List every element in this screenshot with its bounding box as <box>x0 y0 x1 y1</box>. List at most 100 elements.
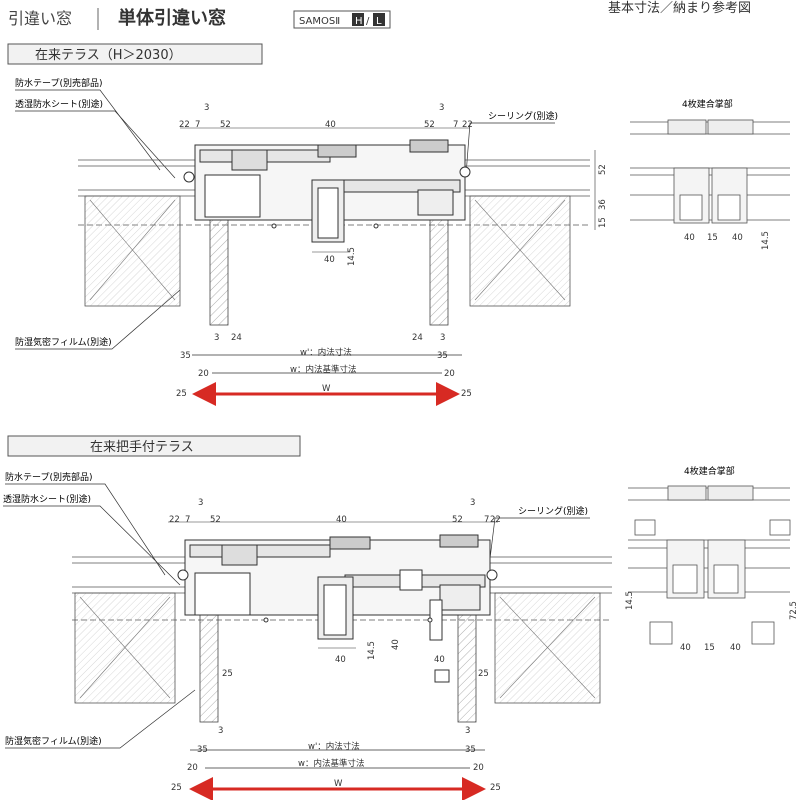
section-1-left-wall <box>84 195 181 307</box>
page-title: 単体引違い窓 <box>118 7 226 29</box>
svg-text:40: 40 <box>730 643 741 653</box>
section-2-leaders <box>3 483 590 749</box>
page-header: 引違い窓 単体引違い窓 SAMOSⅡ H / L 基本寸法／納まり参考図 <box>8 0 751 30</box>
section-2-left-casing <box>199 614 219 723</box>
section-1: 在来テラス（H＞2030） 防水テープ(別売部品) 透湿防水シート(別途) シー… <box>7 43 790 406</box>
svg-text:52: 52 <box>424 120 435 130</box>
svg-text:40: 40 <box>732 233 743 243</box>
product-badge-label: SAMOSⅡ <box>299 16 340 27</box>
svg-text:35: 35 <box>437 351 448 361</box>
section-2-detail: 4枚建合掌部 14.5 40 <box>625 465 799 653</box>
svg-text:w：内法基準寸法: w：内法基準寸法 <box>290 364 356 375</box>
svg-text:25: 25 <box>490 783 501 793</box>
section-1-leaders <box>15 89 555 350</box>
svg-text:3: 3 <box>439 103 444 113</box>
svg-text:24: 24 <box>412 333 423 343</box>
section-1-left-casing <box>209 219 229 326</box>
svg-text:w'：内法寸法: w'：内法寸法 <box>308 741 360 752</box>
svg-text:14.5: 14.5 <box>625 591 635 610</box>
section-1-detail-title: 4枚建合掌部 <box>682 98 733 110</box>
svg-text:3: 3 <box>465 726 470 736</box>
svg-text:20: 20 <box>473 763 484 773</box>
svg-text:20: 20 <box>187 763 198 773</box>
product-badge-box <box>293 10 391 29</box>
section-1-right-dims: 52 36 15 <box>594 150 608 230</box>
svg-text:40: 40 <box>325 120 336 130</box>
svg-text:7: 7 <box>185 515 190 525</box>
section-1-right-wall <box>469 195 571 307</box>
section-1-mid-dims: 40 14.5 <box>312 247 357 266</box>
section-2-right-wall <box>494 592 601 704</box>
svg-text:35: 35 <box>197 745 208 755</box>
svg-text:52: 52 <box>220 120 231 130</box>
doc-type-label: 基本寸法／納まり参考図 <box>608 0 751 16</box>
svg-text:35: 35 <box>180 351 191 361</box>
svg-text:3: 3 <box>198 498 203 508</box>
svg-text:15: 15 <box>707 233 718 243</box>
section-1-right-casing <box>429 219 449 326</box>
section-2-window-frame <box>177 534 498 683</box>
svg-text:35: 35 <box>465 745 476 755</box>
svg-text:40: 40 <box>324 255 335 265</box>
svg-text:36: 36 <box>598 199 608 210</box>
svg-text:40: 40 <box>684 233 695 243</box>
svg-text:25: 25 <box>461 389 472 399</box>
callout-moisture-film: 防湿気密フィルム(別途) <box>15 336 112 348</box>
svg-text:40: 40 <box>680 643 691 653</box>
section-1-tab <box>7 43 263 65</box>
svg-text:20: 20 <box>444 369 455 379</box>
svg-text:w：内法基準寸法: w：内法基準寸法 <box>298 758 364 769</box>
section-2-detail-title: 4枚建合掌部 <box>684 465 735 477</box>
svg-text:3: 3 <box>218 726 223 736</box>
section-1-bottom-small-dims: 3 24 24 3 <box>214 333 445 343</box>
category-label: 引違い窓 <box>8 9 72 28</box>
svg-text:40: 40 <box>335 655 346 665</box>
svg-text:15: 15 <box>598 217 608 228</box>
svg-text:W: W <box>322 384 331 394</box>
svg-text:72.5: 72.5 <box>789 601 799 620</box>
callout-waterproof-tape-2: 防水テープ(別売部品) <box>5 471 92 483</box>
section-1-top-dims: 3 22 7 52 40 3 52 7 22 <box>179 103 473 130</box>
section-1-detail: 4枚建合掌部 40 15 40 14.5 <box>630 98 790 250</box>
section-2-top-dims: 3 22 7 52 40 3 52 7 22 <box>168 498 501 525</box>
section-1-dim-rows: 35 w'：内法寸法 35 20 w：内法基準寸法 20 25 W 25 <box>176 347 472 406</box>
badge-l-box <box>373 13 385 26</box>
svg-text:22: 22 <box>179 120 190 130</box>
svg-text:24: 24 <box>231 333 242 343</box>
svg-text:25: 25 <box>222 669 233 679</box>
svg-text:52: 52 <box>598 164 608 175</box>
svg-text:3: 3 <box>214 333 219 343</box>
badge-h-box <box>352 13 364 26</box>
svg-text:22: 22 <box>462 120 473 130</box>
callout-sealing-2: シーリング(別途) <box>518 505 588 517</box>
section-2: 在来把手付テラス 防水テープ(別売部品) 透湿防水シート(別途) シーリング(別… <box>3 435 799 800</box>
svg-text:W: W <box>334 779 343 789</box>
svg-text:w'：内法寸法: w'：内法寸法 <box>300 347 352 358</box>
svg-text:40: 40 <box>434 655 445 665</box>
section-2-left-wall <box>74 592 176 704</box>
callout-breathable-sheet-2: 透湿防水シート(別途) <box>3 493 91 505</box>
svg-text:40: 40 <box>391 639 401 650</box>
svg-text:3: 3 <box>470 498 475 508</box>
section-2-bottom-small-dims: 25 25 <box>222 669 489 679</box>
svg-text:52: 52 <box>452 515 463 525</box>
callout-sealing: シーリング(別途) <box>488 110 558 122</box>
svg-text:52: 52 <box>210 515 221 525</box>
svg-text:20: 20 <box>198 369 209 379</box>
svg-text:22: 22 <box>169 515 180 525</box>
svg-text:25: 25 <box>478 669 489 679</box>
svg-text:7: 7 <box>195 120 200 130</box>
section-1-window-frame <box>183 139 471 243</box>
svg-text:40: 40 <box>336 515 347 525</box>
svg-text:3: 3 <box>440 333 445 343</box>
badge-l-label: L <box>376 16 382 27</box>
svg-text:15: 15 <box>704 643 715 653</box>
section-2-tab <box>7 435 301 457</box>
svg-text:14.5: 14.5 <box>347 247 357 266</box>
svg-text:22: 22 <box>490 515 501 525</box>
svg-text:14.5: 14.5 <box>761 231 771 250</box>
section-1-tab-label: 在来テラス（H＞2030） <box>35 48 182 63</box>
svg-text:7: 7 <box>453 120 458 130</box>
callout-breathable-sheet: 透湿防水シート(別途) <box>15 98 103 110</box>
